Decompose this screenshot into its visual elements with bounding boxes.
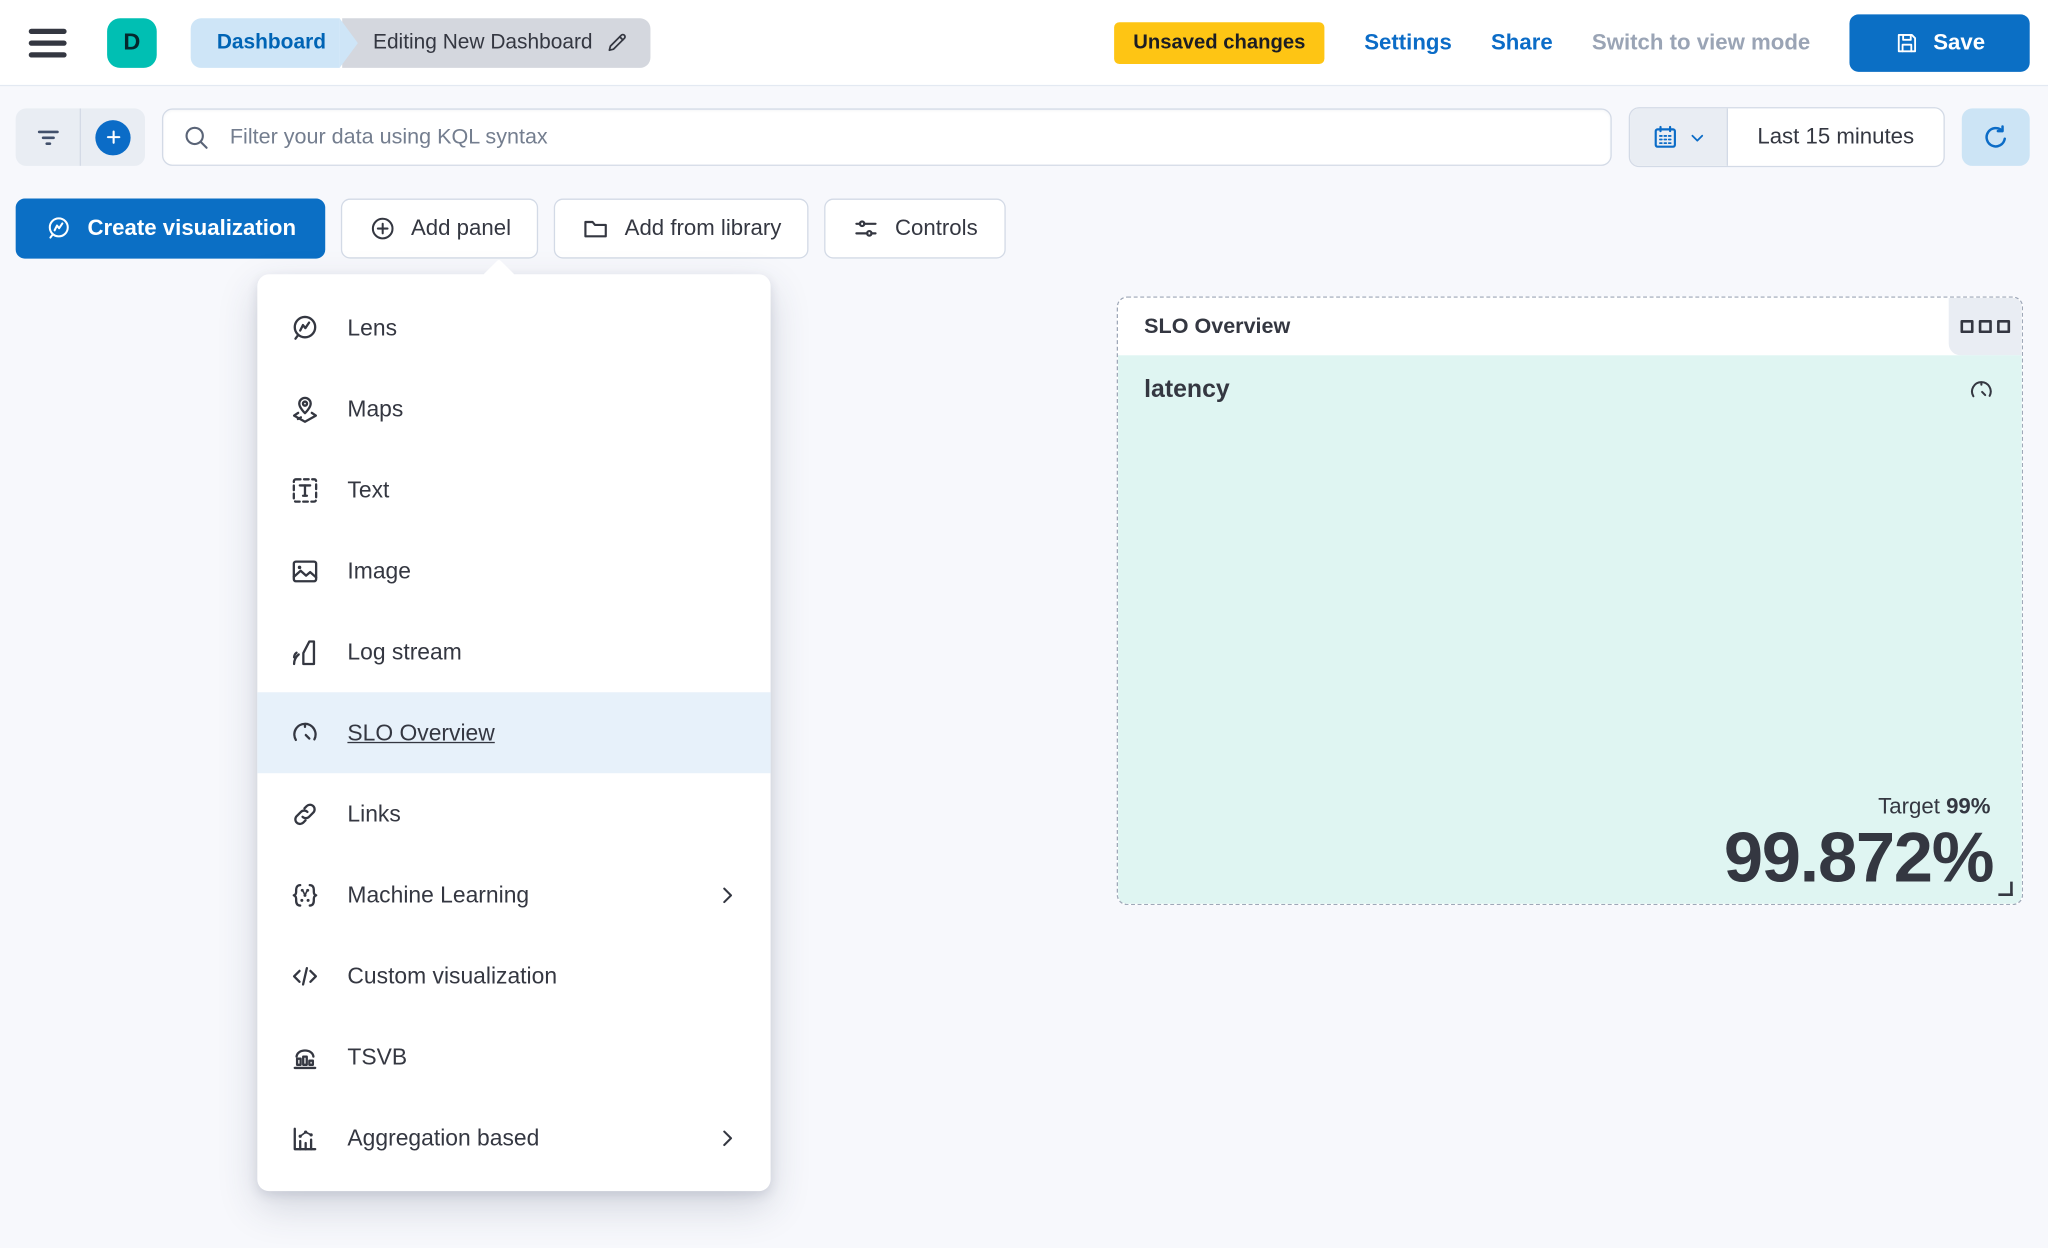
menu-hamburger-icon[interactable]: [28, 20, 73, 64]
add-panel-button[interactable]: Add panel: [340, 198, 539, 259]
lens-icon: [293, 315, 317, 340]
gauge-icon: [1971, 381, 1992, 398]
menu-item-image[interactable]: Image: [257, 530, 770, 611]
text-icon: [292, 477, 318, 503]
add-from-library-button[interactable]: Add from library: [554, 198, 809, 259]
switch-view-mode-link[interactable]: Switch to view mode: [1591, 29, 1811, 55]
refresh-button[interactable]: [1961, 108, 2030, 166]
filter-icon: [37, 130, 59, 145]
slo-value: 99.872%: [1723, 818, 1995, 898]
search-icon: [185, 126, 208, 149]
save-button[interactable]: Save: [1849, 13, 2030, 72]
aggregation-icon: [293, 1126, 317, 1150]
plus-in-circle-icon: [371, 217, 394, 240]
kql-search-input[interactable]: [227, 123, 1593, 151]
header-actions: Unsaved changes Settings Share Switch to…: [1113, 13, 2030, 72]
time-picker: Last 15 minutes: [1628, 107, 1945, 168]
breadcrumb-arrow: [339, 17, 358, 68]
gauge-icon: [293, 722, 317, 741]
chevron-right-icon: [723, 1129, 733, 1146]
chevron-down-icon: [1690, 134, 1703, 141]
menu-item-maps[interactable]: Maps: [257, 368, 770, 449]
menu-item-tsvb[interactable]: TSVB: [257, 1016, 770, 1097]
breadcrumb-editing-label: Editing New Dashboard: [372, 30, 593, 53]
time-picker-calendar-button[interactable]: [1630, 108, 1728, 166]
panel-options-button[interactable]: [1948, 297, 2022, 356]
menu-item-machine-learning[interactable]: Machine Learning: [257, 854, 770, 935]
chevron-right-icon: [723, 886, 733, 903]
panel-title: SLO Overview: [1144, 314, 1291, 338]
panel-options-icon: [1960, 319, 1974, 334]
breadcrumb-dashboard[interactable]: Dashboard: [190, 17, 340, 68]
machine-learning-icon: [292, 883, 318, 907]
filter-controls-group: [15, 108, 145, 166]
menu-item-slo-overview[interactable]: SLO Overview: [257, 692, 771, 774]
pencil-icon: [608, 33, 626, 52]
add-panel-menu: Lens Maps Text Image: [257, 258, 771, 1192]
menu-item-aggregation-based[interactable]: Aggregation based: [257, 1097, 770, 1178]
menu-item-custom-visualization[interactable]: Custom visualization: [257, 935, 770, 1016]
menu-item-log-stream[interactable]: Log stream: [257, 611, 770, 692]
controls-button[interactable]: Controls: [824, 198, 1006, 259]
log-stream-icon: [292, 639, 316, 665]
slo-panel-body: latency Target 99% 99.872%: [1118, 355, 2022, 904]
filter-funnel-button[interactable]: [16, 108, 80, 165]
create-visualization-button[interactable]: Create visualization: [15, 198, 325, 259]
maps-icon: [292, 396, 318, 423]
top-header-bar: D Dashboard Editing New Dashboard Unsave…: [0, 0, 2048, 87]
unsaved-changes-badge: Unsaved changes: [1113, 21, 1326, 64]
slo-target: Target 99%: [1878, 794, 1990, 820]
refresh-icon: [1985, 125, 2007, 148]
space-avatar[interactable]: D: [107, 17, 157, 68]
panel-resize-handle[interactable]: [1998, 881, 2013, 896]
kql-search-box: [161, 108, 1612, 166]
plus-circle-icon: [95, 119, 131, 155]
breadcrumb-editing-title[interactable]: Editing New Dashboard: [341, 17, 651, 68]
save-icon: [1898, 33, 1917, 52]
link-icon: [294, 802, 316, 825]
dashboard-toolbar: Create visualization Add panel Add from …: [0, 167, 2048, 259]
controls-sliders-icon: [855, 220, 877, 237]
tsvb-icon: [293, 1048, 317, 1069]
code-icon: [292, 966, 318, 985]
lens-icon: [48, 217, 69, 239]
panel-header: SLO Overview: [1118, 297, 2022, 356]
share-link[interactable]: Share: [1490, 29, 1553, 55]
folder-icon: [584, 220, 608, 238]
image-icon: [292, 559, 318, 582]
calendar-icon: [1653, 125, 1676, 148]
settings-link[interactable]: Settings: [1364, 29, 1452, 55]
menu-item-links[interactable]: Links: [257, 773, 770, 854]
slo-overview-panel: SLO Overview latency Target 99% 99.872%: [1116, 296, 2024, 906]
breadcrumb: Dashboard Editing New Dashboard: [190, 17, 651, 68]
menu-item-lens[interactable]: Lens: [257, 287, 770, 368]
slo-target-label: Target: [1878, 794, 1940, 819]
time-range-value[interactable]: Last 15 minutes: [1757, 124, 1915, 149]
menu-item-text[interactable]: Text: [257, 449, 770, 530]
slo-metric-name: latency: [1144, 376, 1230, 404]
add-filter-button[interactable]: [79, 108, 145, 166]
filter-bar: Last 15 minutes: [0, 86, 2048, 168]
slo-target-value: 99%: [1946, 794, 1991, 819]
